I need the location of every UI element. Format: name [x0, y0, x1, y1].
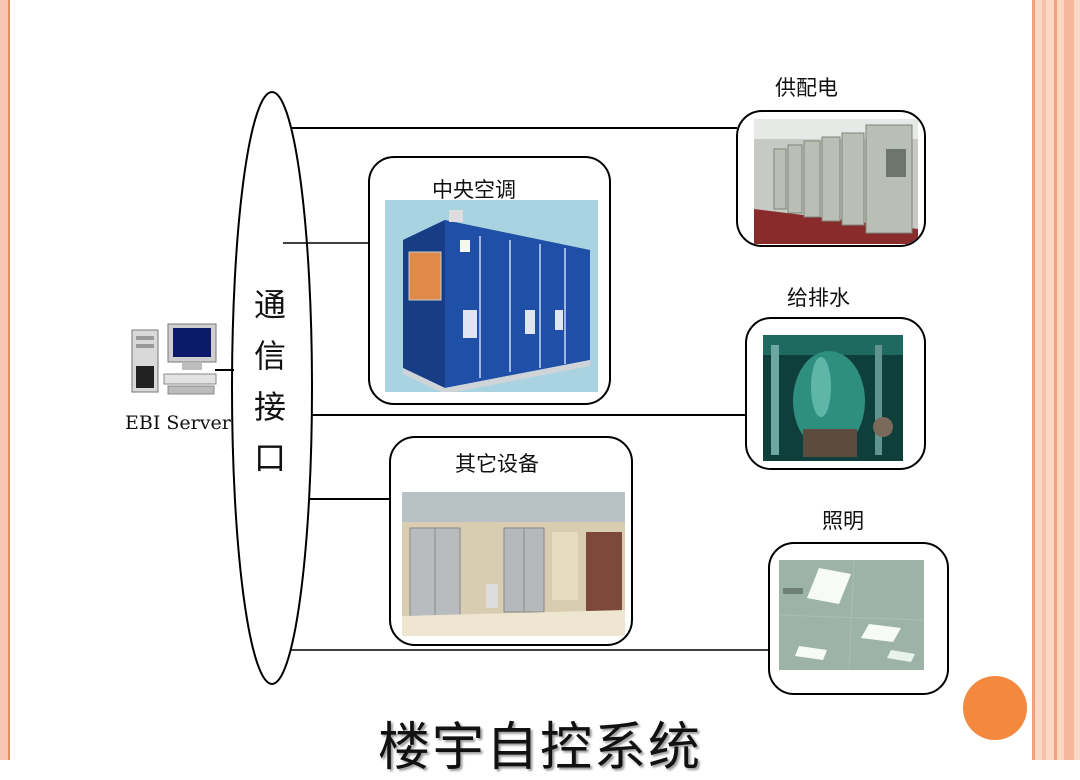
- connection-lines: [215, 91, 768, 685]
- slide-frame-left: [0, 0, 10, 760]
- ceiling-lights-photo: [779, 560, 924, 670]
- water-label: 给排水: [787, 286, 850, 310]
- slide-frame-right: [1032, 0, 1080, 760]
- hvac-label: 中央空调: [432, 178, 516, 202]
- decorative-orange-circle: [963, 676, 1027, 740]
- switchgear-room-photo: [754, 119, 918, 244]
- other-equipment-label: 其它设备: [455, 452, 539, 476]
- lighting-label: 照明: [822, 509, 864, 533]
- other-equipment-panel: 其它设备: [389, 436, 633, 646]
- slide-title: 楼宇自控系统: [377, 718, 702, 778]
- power-panel: [736, 110, 926, 247]
- air-handling-unit-photo: [385, 200, 598, 392]
- lighting-panel: [768, 542, 949, 695]
- power-label: 供配电: [775, 76, 838, 100]
- water-tank-pump-room-photo: [763, 335, 903, 461]
- communication-interface-label: 通信接口: [253, 286, 286, 477]
- hvac-panel: 中央空调: [368, 156, 611, 405]
- water-panel: [745, 317, 926, 470]
- elevator-lobby-photo: [402, 492, 625, 636]
- ebi-server-label: EBI Server: [125, 412, 231, 434]
- communication-bus-ellipse: [231, 91, 313, 685]
- desktop-computer-icon: [131, 323, 217, 395]
